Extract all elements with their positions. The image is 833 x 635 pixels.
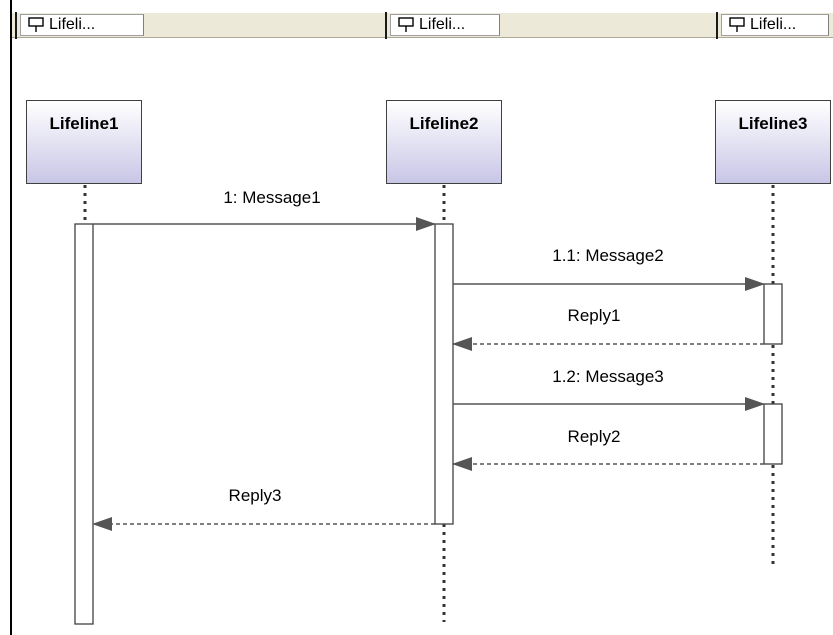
- lifeline-tab-3[interactable]: Lifeli...: [721, 14, 829, 36]
- lifeline-icon: [28, 17, 44, 32]
- message-label: 1: Message1: [223, 188, 321, 207]
- lifeline-name: Lifeline2: [409, 114, 479, 133]
- tab-separator: [385, 12, 387, 39]
- lifeline3-activation-bar-2[interactable]: [763, 403, 783, 465]
- lifeline2-header[interactable]: Lifeline2: [386, 100, 502, 184]
- lifeline2-activation-bar[interactable]: [434, 223, 454, 525]
- lifeline-name: Lifeline1: [49, 114, 119, 133]
- message-label: Reply1: [567, 306, 621, 325]
- lifeline3-activation-bar-1[interactable]: [763, 283, 783, 345]
- lifeline-icon: [398, 17, 414, 32]
- lifeline-tab-label: Lifeli...: [49, 16, 96, 33]
- lifeline-icon: [729, 17, 745, 32]
- lifeline3-header[interactable]: Lifeline3: [715, 100, 831, 184]
- lifeline-name: Lifeline3: [738, 114, 808, 133]
- lifeline-tab-bar: Lifeli... Lifeli... Lifeli...: [12, 0, 833, 40]
- lifeline1-header[interactable]: Lifeline1: [26, 100, 142, 184]
- lifeline-tab-label: Lifeli...: [750, 16, 797, 33]
- message-label: Reply2: [567, 427, 621, 446]
- message-label: 1.1: Message2: [552, 246, 664, 265]
- lifeline-tab-label: Lifeli...: [419, 16, 466, 33]
- tab-separator: [716, 12, 718, 39]
- lifeline1-activation-bar[interactable]: [74, 223, 94, 625]
- lifeline-tab-1[interactable]: Lifeli...: [20, 14, 144, 36]
- message-label: 1.2: Message3: [552, 367, 664, 386]
- lifeline-tab-2[interactable]: Lifeli...: [390, 14, 500, 36]
- canvas-left-border: [10, 0, 12, 635]
- tab-separator: [15, 12, 17, 39]
- message-label: Reply3: [228, 486, 282, 505]
